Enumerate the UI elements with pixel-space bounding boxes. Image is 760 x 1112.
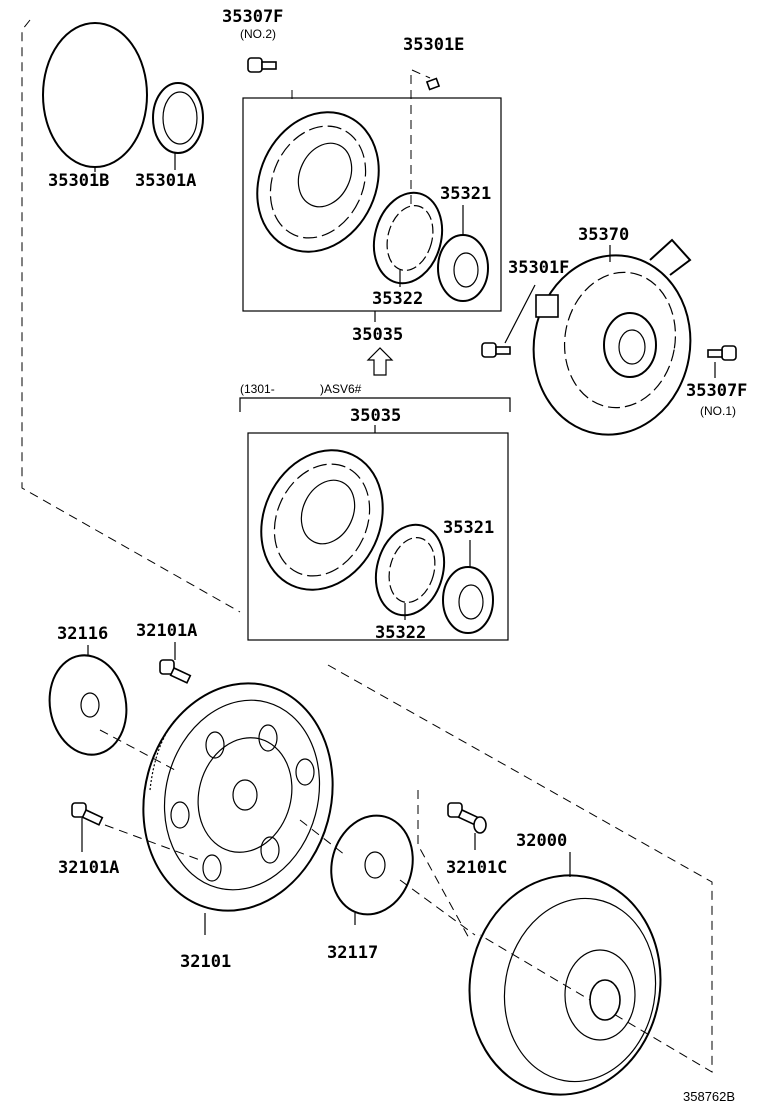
label-35301F: 35301F bbox=[508, 258, 569, 278]
label-35301B: 35301B bbox=[48, 171, 109, 191]
label-32101A-bottom: 32101A bbox=[58, 858, 119, 878]
bolt-32101C bbox=[447, 802, 487, 850]
spacer-plate-32116 bbox=[48, 645, 128, 756]
bolt-35301F bbox=[481, 284, 536, 358]
label-35307F-no2: 35307F bbox=[222, 7, 283, 27]
label-32116: 32116 bbox=[57, 624, 108, 644]
label-35301A: 35301A bbox=[135, 171, 196, 191]
label-35321-b: 35321 bbox=[443, 518, 494, 538]
bolt-35307F-no1 bbox=[707, 345, 737, 378]
bolt-32101A-bottom bbox=[71, 802, 104, 852]
torque-converter-32000 bbox=[468, 852, 662, 1096]
label-35322-a: 35322 bbox=[372, 289, 423, 309]
label-32101A-top: 32101A bbox=[136, 621, 197, 641]
label-32101C: 32101C bbox=[446, 858, 507, 878]
label-range-start: (1301- bbox=[240, 382, 275, 396]
label-35301E: 35301E bbox=[403, 35, 464, 55]
bolt-32101A-top bbox=[159, 642, 192, 684]
label-no2: (NO.2) bbox=[240, 27, 276, 41]
label-32101: 32101 bbox=[180, 952, 231, 972]
label-range-end: )ASV6# bbox=[320, 382, 362, 396]
arrow-up-icon bbox=[366, 347, 394, 376]
o-ring-35301B bbox=[42, 22, 148, 168]
label-no1: (NO.1) bbox=[700, 404, 736, 418]
pump-kit-box-2 bbox=[247, 432, 509, 641]
label-35370: 35370 bbox=[578, 225, 629, 245]
label-35321-a: 35321 bbox=[440, 184, 491, 204]
drive-plate-32101 bbox=[142, 682, 334, 935]
label-35035-b: 35035 bbox=[350, 406, 401, 426]
pin-35301E bbox=[425, 77, 441, 91]
label-32117: 32117 bbox=[327, 943, 378, 963]
pump-kit-box-1 bbox=[242, 97, 502, 312]
label-35322-b: 35322 bbox=[375, 623, 426, 643]
oil-pump-35370 bbox=[532, 238, 692, 436]
spacer-plate-32117 bbox=[330, 814, 414, 925]
diagram-reference-number: 358762B bbox=[683, 1089, 735, 1104]
range-bracket bbox=[239, 397, 511, 412]
oil-seal-35301A bbox=[152, 82, 204, 170]
label-35307F-no1: 35307F bbox=[686, 381, 747, 401]
label-32000: 32000 bbox=[516, 831, 567, 851]
label-35035-a: 35035 bbox=[352, 325, 403, 345]
bolt-35307F-no2 bbox=[247, 57, 277, 73]
